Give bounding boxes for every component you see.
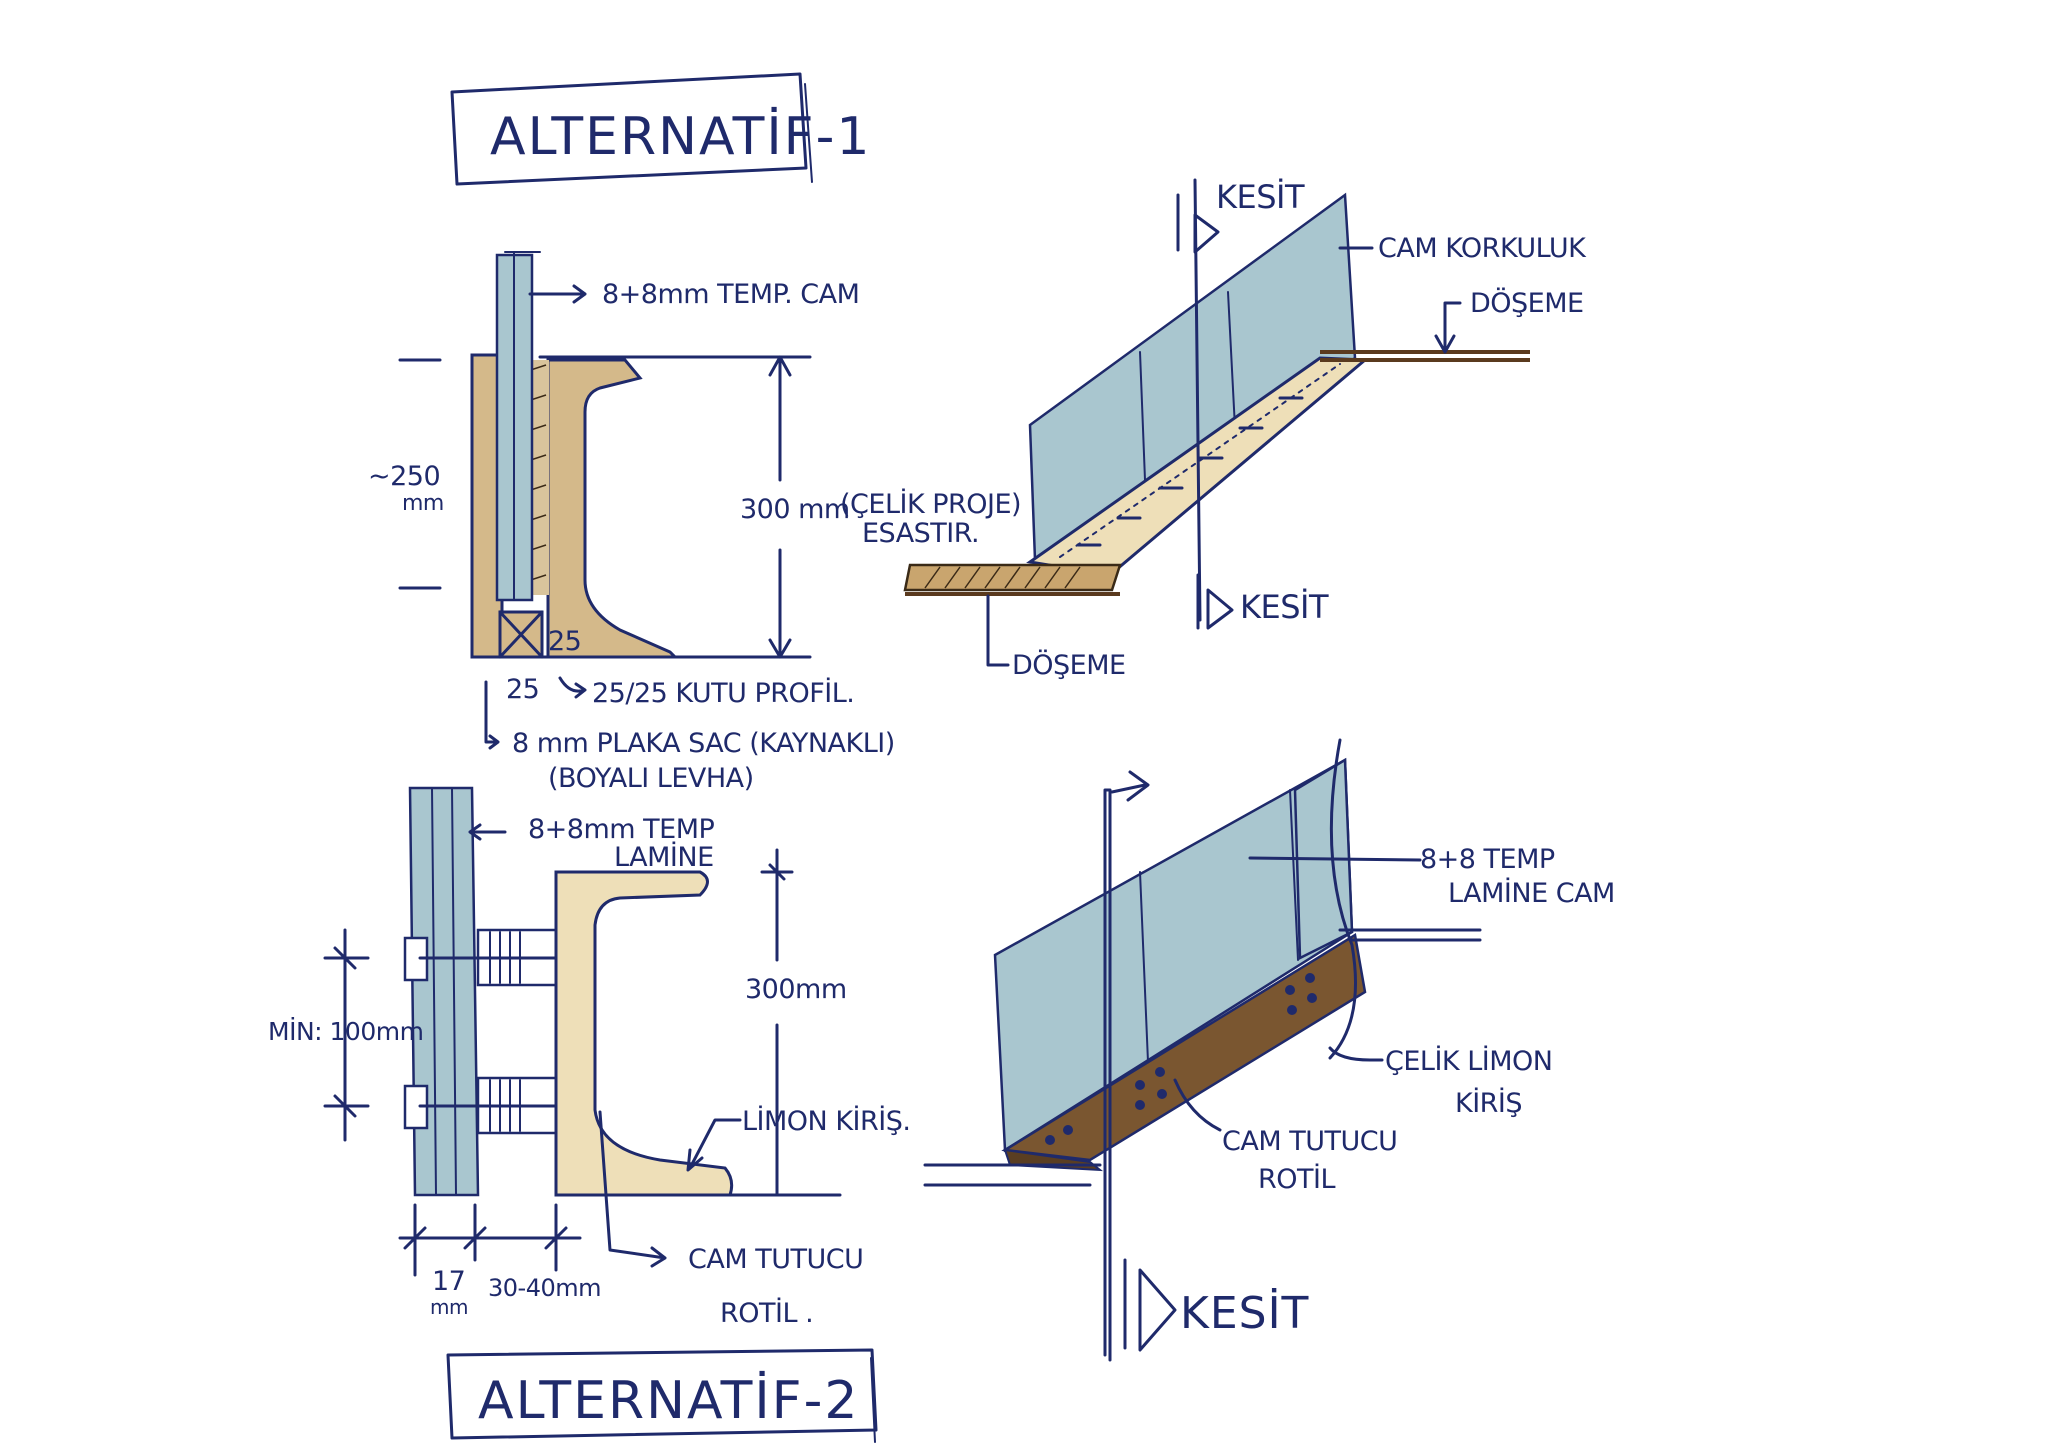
- alt2-iso-beam-label-1: ÇELİK LİMON: [1385, 1045, 1552, 1077]
- alt1-iso-fixings: [1076, 396, 1304, 547]
- alt1-box-label: 25/25 KUTU PROFİL.: [592, 677, 854, 709]
- alternatif-1-title: ALTERNATİF-1: [490, 106, 871, 167]
- alt1-iso-kesit-top: KESİT: [1216, 178, 1305, 216]
- alt1-glass-label: 8+8mm TEMP. CAM: [602, 279, 859, 310]
- alt1-plate-label-2: (BOYALI LEVHA): [548, 763, 754, 794]
- alt2-iso-holder-label-2: ROTİL: [1258, 1163, 1335, 1195]
- alt1-iso-floor-left-label: DÖŞEME: [1012, 649, 1126, 681]
- alt2-limon-beam: [554, 870, 734, 1197]
- alt1-approx-height: ~250: [368, 461, 440, 492]
- alternatif-2-title: ALTERNATİF-2: [478, 1370, 859, 1431]
- alt2-section-detail: 8+8mm TEMP LAMİNE MİN: 100mm 300mm LİMON…: [268, 786, 911, 1329]
- alt2-dim-17: 17: [432, 1266, 465, 1297]
- alt2-rotil-upper: [403, 928, 562, 987]
- alt2-rotil-leader: [598, 1110, 667, 1268]
- alt2-glass-label-1: 8+8mm TEMP: [528, 814, 715, 845]
- alt2-dim-gap: 30-40mm: [488, 1274, 601, 1302]
- alt1-approx-height-unit: mm: [402, 491, 444, 516]
- alt2-iso-kesit: KESİT: [1180, 1287, 1309, 1339]
- alt1-iso-kesit-bottom: KESİT: [1240, 588, 1329, 626]
- alt2-iso-glass-leader: [1248, 856, 1422, 862]
- alt2-height-dim: 300mm: [745, 974, 847, 1005]
- alt1-iso-railing-label: CAM KORKULUK: [1378, 233, 1587, 264]
- alt1-section-detail: 8+8mm TEMP. CAM ~250 mm 300 mm (ÇELİK PR…: [368, 251, 1022, 794]
- alt2-beam-label: LİMON KİRİŞ.: [742, 1105, 910, 1137]
- alt2-glass-panel: [408, 786, 480, 1197]
- alt2-glass-leader: [468, 823, 507, 841]
- alt2-holder-label-2: ROTİL .: [720, 1297, 813, 1329]
- alt1-height-note-1: (ÇELİK PROJE): [840, 488, 1021, 520]
- alt2-iso-steel-stringer: [1001, 932, 1367, 1162]
- alt2-iso-rotil-leader: [1173, 1078, 1222, 1132]
- alt2-iso-rotil-bolts: [1045, 973, 1317, 1145]
- alt2-min-dim: MİN: 100mm: [268, 1017, 423, 1046]
- alt1-height-note-2: ESASTIR.: [862, 518, 979, 549]
- alt2-beam-leader: [686, 1118, 742, 1172]
- alt2-glass-label-2: LAMİNE: [614, 841, 714, 873]
- alt1-box-dim-bottom: 25: [506, 674, 539, 705]
- alt1-section-cut-line: [1193, 178, 1202, 622]
- alt1-glass-leader: [528, 284, 587, 304]
- alt1-height-dim: 300 mm: [740, 494, 850, 525]
- alt1-plate-leader: [484, 680, 500, 750]
- alt2-dim-17-unit: mm: [430, 1295, 468, 1319]
- alt2-iso-beam-label-2: KİRİŞ: [1455, 1087, 1522, 1119]
- alt1-channel-profile: [546, 358, 679, 659]
- alt2-rotil-lower: [403, 1076, 562, 1135]
- alt2-holder-label-1: CAM TUTUCU: [688, 1244, 863, 1275]
- alternatif-2-title-box: ALTERNATİF-2: [446, 1348, 878, 1443]
- alt1-floor-right-leader: [1434, 301, 1462, 354]
- alt1-floor-left-leader: [986, 594, 1010, 667]
- alt1-box-dim-right: 25: [548, 626, 581, 657]
- alt1-iso-floor-right-label: DÖŞEME: [1470, 287, 1584, 319]
- alt1-plate-label-1: 8 mm PLAKA SAC (KAYNAKLI): [512, 728, 895, 759]
- alt2-iso-holder-label-1: CAM TUTUCU: [1222, 1126, 1397, 1157]
- alt1-isometric-view: KESİT KESİT CAM KORKULUK DÖŞEME DÖŞEME: [903, 178, 1588, 681]
- alt1-box-leader: [558, 676, 587, 699]
- alternatif-1-title-box: ALTERNATİF-1: [450, 72, 871, 186]
- alt2-iso-beam-leader: [1328, 1046, 1384, 1062]
- alt2-section-cut-line: [1103, 788, 1112, 1362]
- alt2-iso-glass-label-2: LAMİNE CAM: [1448, 877, 1615, 909]
- alt2-iso-glass-label-1: 8+8 TEMP: [1420, 844, 1555, 875]
- alt2-isometric-view: 8+8 TEMP LAMİNE CAM ÇELİK LİMON KİRİŞ CA…: [923, 738, 1615, 1362]
